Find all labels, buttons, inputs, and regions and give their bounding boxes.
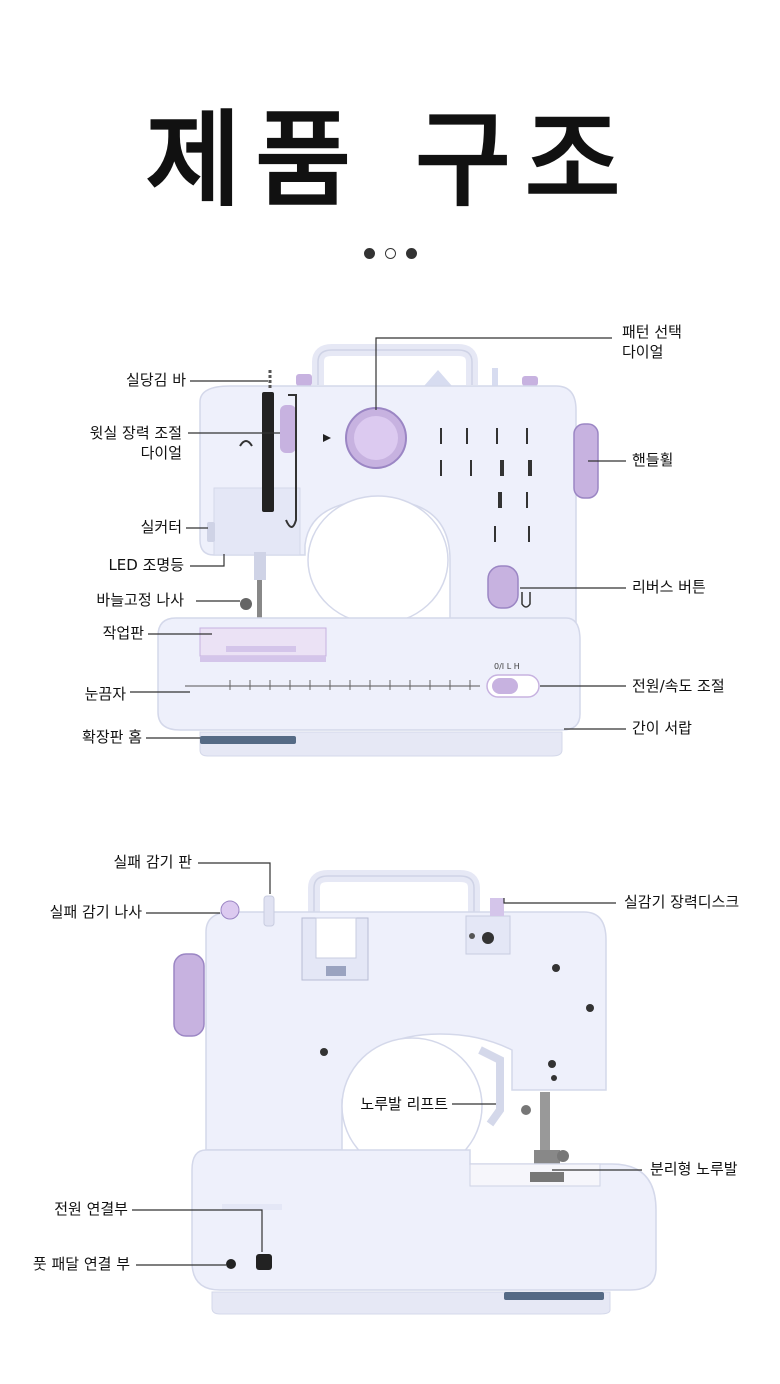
indicator-dot-1 [363, 248, 375, 259]
label-bobbin-screw: 실패 감기 나사 [49, 903, 142, 921]
indicator-dot-3 [405, 248, 417, 259]
page-indicator [0, 248, 780, 259]
label-led-light: LED 조명등 [108, 556, 184, 574]
label-work-plate: 작업판 [102, 624, 144, 642]
label-thread-cutter: 실커터 [140, 518, 182, 536]
label-pattern-dial-line1: 패턴 선택 [622, 323, 682, 341]
label-presser-foot: 분리형 노루발 [650, 1160, 738, 1178]
sewing-machine-back-illustration [132, 862, 657, 1315]
label-ruler: 눈끔자 [84, 685, 126, 703]
label-power-speed: 전원/속도 조절 [632, 677, 725, 695]
label-pattern-dial-line2: 다이얼 [622, 343, 664, 361]
switch-marks: 0/I L H [494, 662, 520, 671]
label-power-port: 전원 연결부 [54, 1200, 128, 1218]
label-handwheel: 핸들휠 [632, 451, 674, 469]
label-extension-slot: 확장판 홈 [82, 728, 142, 746]
label-bobbin-plate: 실패 감기 판 [113, 853, 192, 871]
label-pedal-port: 풋 패달 연결 부 [32, 1255, 130, 1273]
page-title: 제품 구조 [145, 99, 635, 221]
label-tension-dial-line1: 윗실 장력 조절 [89, 424, 182, 442]
indicator-dot-2 [384, 248, 396, 259]
label-needle-screw: 바늘고정 나사 [96, 591, 184, 609]
label-tension-disc: 실감기 장력디스크 [624, 893, 740, 911]
label-presser-lift: 노루발 리프트 [360, 1095, 448, 1113]
label-thread-bar: 실당김 바 [126, 371, 186, 389]
label-drawer: 간이 서랍 [632, 719, 692, 737]
label-tension-dial-line2: 다이얼 [140, 444, 182, 462]
sewing-machine-front-illustration [130, 337, 626, 757]
label-reverse-button: 리버스 버튼 [632, 578, 706, 596]
